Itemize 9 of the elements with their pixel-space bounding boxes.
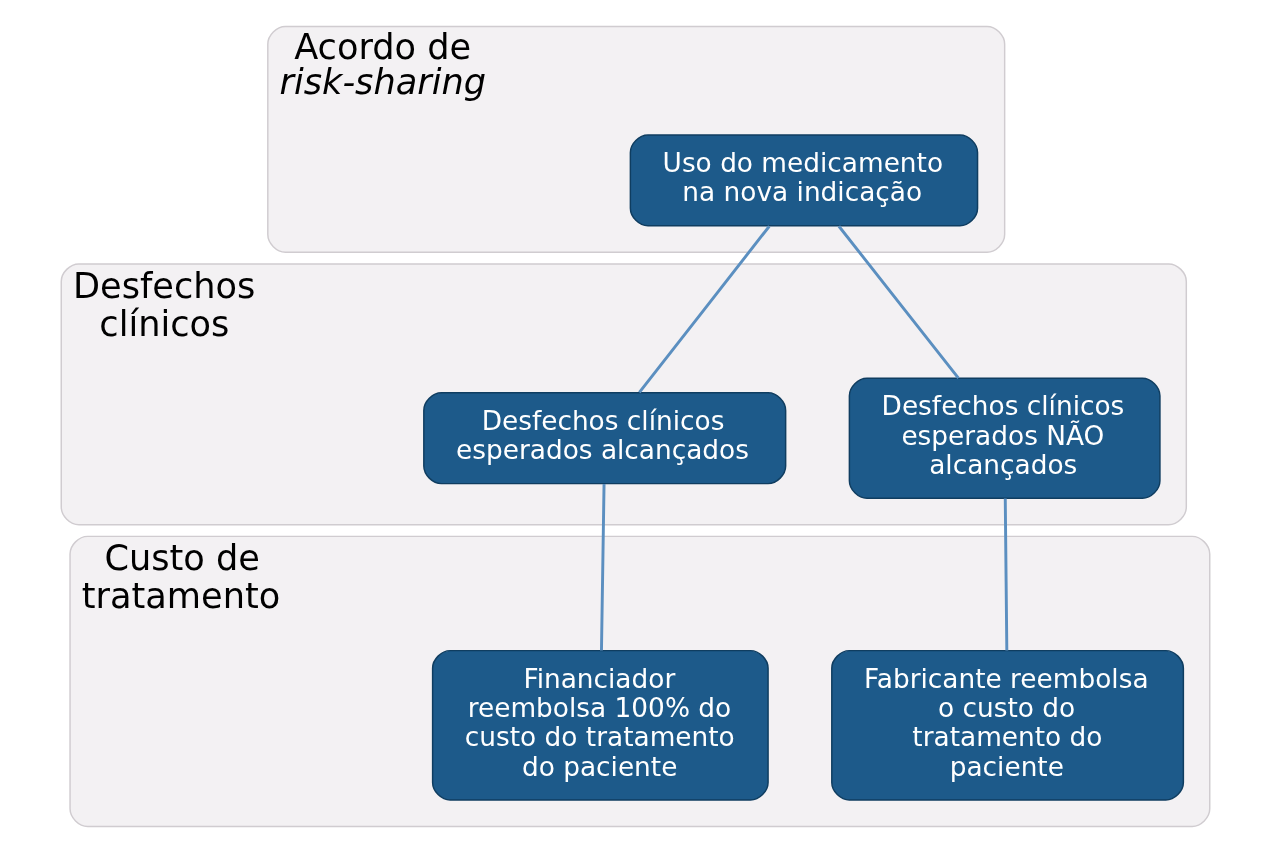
- node-box: Financiador reembolsa 100% do custo do tratamento do paciente: [431, 649, 769, 801]
- connector: [837, 224, 960, 379]
- node-box: Desfechos clínicos esperados alcançados: [422, 391, 786, 484]
- connector: [1003, 498, 1008, 650]
- node-box: Fabricante reembolsa o custo do tratamento do paciente: [830, 649, 1184, 801]
- connector: [637, 224, 770, 393]
- node-box: Desfechos clínicos esperados NÃO alcançados: [848, 376, 1161, 499]
- node-box: Uso do medicamento na nova indicação: [629, 133, 978, 227]
- connector: [599, 483, 605, 651]
